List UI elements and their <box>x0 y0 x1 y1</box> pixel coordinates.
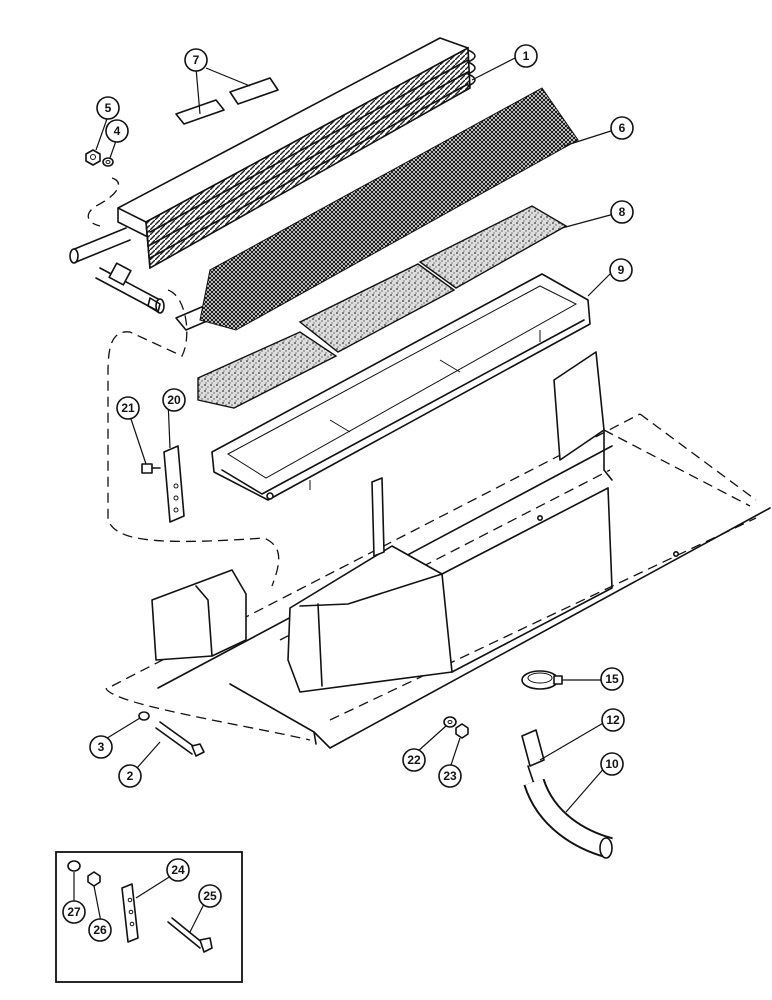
callout-24: 24 <box>166 858 190 882</box>
callout-number-22: 22 <box>407 753 421 767</box>
callout-3: 3 <box>89 735 113 759</box>
callout-number-4: 4 <box>114 124 121 138</box>
callout-12: 12 <box>601 708 625 732</box>
callout-circle-23 <box>438 764 462 788</box>
callout-number-6: 6 <box>619 121 626 135</box>
bolt-2 <box>155 721 205 757</box>
callout-9: 9 <box>609 258 633 282</box>
callout-20: 20 <box>162 388 186 412</box>
callout-8: 8 <box>610 200 634 224</box>
coil-outline-dashed <box>87 177 280 587</box>
callout-number-5: 5 <box>105 101 112 115</box>
callout-27: 27 <box>62 900 86 924</box>
callout-number-20: 20 <box>167 393 181 407</box>
callout-circle-15 <box>600 667 624 691</box>
callout-number-10: 10 <box>605 757 619 771</box>
callout-circle-26 <box>88 918 112 942</box>
callout-circle-6 <box>610 116 634 140</box>
housing-base-tray <box>105 351 771 749</box>
callout-number-1: 1 <box>523 49 530 63</box>
screw-21 <box>141 463 161 474</box>
callout-1: 1 <box>514 44 538 68</box>
callout-22: 22 <box>402 748 426 772</box>
evaporator-coil <box>69 37 476 314</box>
hose-clamp-15 <box>521 670 563 690</box>
callout-circle-10 <box>600 752 624 776</box>
callout-number-25: 25 <box>203 889 217 903</box>
callout-circle-2 <box>118 764 142 788</box>
callout-10: 10 <box>600 752 624 776</box>
callout-23: 23 <box>438 764 462 788</box>
callout-5: 5 <box>96 96 120 120</box>
nut-26 <box>87 871 101 887</box>
callout-4: 4 <box>105 119 129 143</box>
callout-circle-1 <box>514 44 538 68</box>
callout-number-21: 21 <box>121 401 135 415</box>
callout-15: 15 <box>600 667 624 691</box>
callout-26: 26 <box>88 918 112 942</box>
callout-circle-20 <box>162 388 186 412</box>
nut-23 <box>455 723 469 739</box>
callout-number-7: 7 <box>193 53 200 67</box>
callout-circle-9 <box>609 258 633 282</box>
nut-5 <box>85 149 101 166</box>
bracket-20 <box>163 445 185 523</box>
washer-22 <box>443 716 457 728</box>
callout-circle-4 <box>105 119 129 143</box>
callout-21: 21 <box>116 396 140 420</box>
washer-3 <box>138 711 150 721</box>
callout-7: 7 <box>184 48 208 72</box>
callout-circle-3 <box>89 735 113 759</box>
callout-number-8: 8 <box>619 205 626 219</box>
washer-4 <box>102 157 114 167</box>
callout-circle-22 <box>402 748 426 772</box>
callout-circle-24 <box>166 858 190 882</box>
callout-6: 6 <box>610 116 634 140</box>
callout-circle-25 <box>198 884 222 908</box>
callout-number-24: 24 <box>171 863 185 877</box>
callout-number-3: 3 <box>98 740 105 754</box>
callout-circle-27 <box>62 900 86 924</box>
callout-number-26: 26 <box>93 923 107 937</box>
bracket-24 <box>121 883 139 943</box>
callout-25: 25 <box>198 884 222 908</box>
callout-number-23: 23 <box>443 769 457 783</box>
washer-27 <box>67 860 81 872</box>
callout-2: 2 <box>118 764 142 788</box>
drain-pan <box>211 273 591 501</box>
callout-number-27: 27 <box>67 905 81 919</box>
mesh-filter-screen <box>199 87 579 331</box>
callout-circle-7 <box>184 48 208 72</box>
foam-filter-pads <box>197 205 568 409</box>
inset-box <box>55 851 243 983</box>
callout-circle-12 <box>601 708 625 732</box>
drain-hose-10 <box>523 778 614 859</box>
callout-number-15: 15 <box>605 672 619 686</box>
callout-circle-8 <box>610 200 634 224</box>
callout-number-2: 2 <box>127 769 134 783</box>
callout-number-9: 9 <box>618 263 625 277</box>
callout-number-12: 12 <box>606 713 620 727</box>
callout-circle-5 <box>96 96 120 120</box>
callout-circle-21 <box>116 396 140 420</box>
bolt-25 <box>167 917 213 953</box>
